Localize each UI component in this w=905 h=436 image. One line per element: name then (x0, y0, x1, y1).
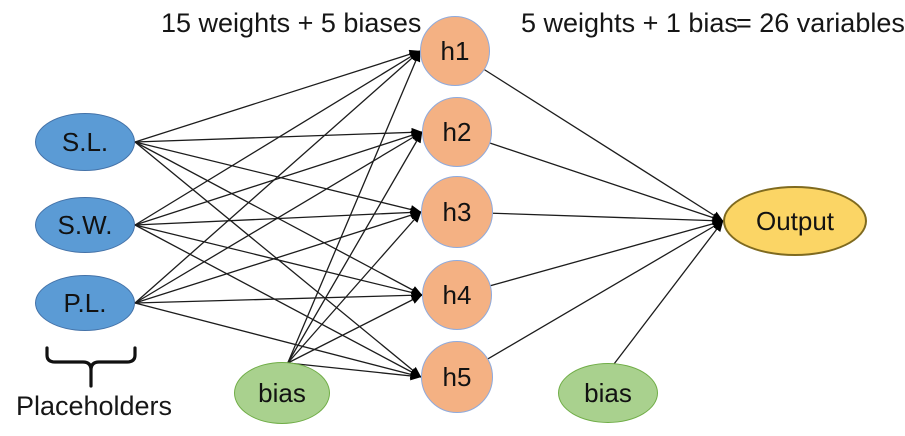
node-bias2: bias (558, 363, 658, 423)
edge-sw-h5 (134, 224, 422, 378)
edge-bias1-h2 (287, 131, 423, 364)
node-label-h3: h3 (442, 196, 472, 227)
edge-h1-out (484, 69, 724, 222)
node-label-out: Output (755, 205, 835, 236)
edge-pl-h1 (134, 50, 421, 304)
node-label-pl: P.L. (63, 287, 107, 318)
node-label-h2: h2 (442, 116, 472, 147)
edge-sw-h1 (134, 50, 421, 226)
node-h5: h5 (421, 341, 493, 413)
hidden-layer-count-label: 15 weights + 5 biases (161, 8, 422, 38)
node-h2: h2 (422, 97, 492, 167)
total-variables-label: = 26 variables (736, 8, 905, 38)
edge-sw-h2 (134, 130, 423, 226)
node-out: Output (723, 186, 867, 256)
node-pl: P.L. (35, 275, 135, 331)
node-label-h1: h1 (440, 35, 470, 66)
node-label-bias2: bias (584, 377, 632, 408)
edge-bias1-h3 (287, 211, 422, 364)
edge-pl-h2 (134, 131, 423, 304)
placeholders-label: Placeholders (15, 391, 173, 421)
node-sw: S.W. (35, 197, 135, 253)
output-layer-count-label: 5 weights + 1 bias (521, 8, 738, 38)
edge-h5-out (487, 220, 724, 360)
node-sl: S.L. (35, 113, 135, 171)
edge-sl-h1 (134, 49, 421, 143)
node-bias1: bias (234, 362, 330, 424)
edge-bias1-h5 (287, 362, 422, 381)
node-h4: h4 (422, 260, 492, 330)
edge-pl-h4 (134, 290, 423, 304)
edge-pl-h5 (134, 302, 422, 379)
edge-bias1-h1 (287, 50, 421, 364)
node-label-bias1: bias (258, 377, 306, 408)
node-label-h5: h5 (442, 361, 472, 392)
edge-sw-h4 (134, 224, 423, 297)
edge-h4-out (490, 219, 724, 287)
node-h1: h1 (420, 16, 490, 86)
node-h3: h3 (421, 176, 493, 248)
edge-bias1-h4 (287, 294, 423, 364)
node-label-h4: h4 (442, 279, 472, 310)
placeholders-brace (45, 346, 137, 388)
edge-bias2-out (613, 220, 724, 365)
edge-h3-out (492, 212, 724, 226)
node-label-sl: S.L. (61, 126, 109, 157)
edge-pl-h3 (134, 210, 422, 304)
edge-h2-out (489, 142, 724, 222)
node-label-sw: S.W. (57, 209, 113, 240)
